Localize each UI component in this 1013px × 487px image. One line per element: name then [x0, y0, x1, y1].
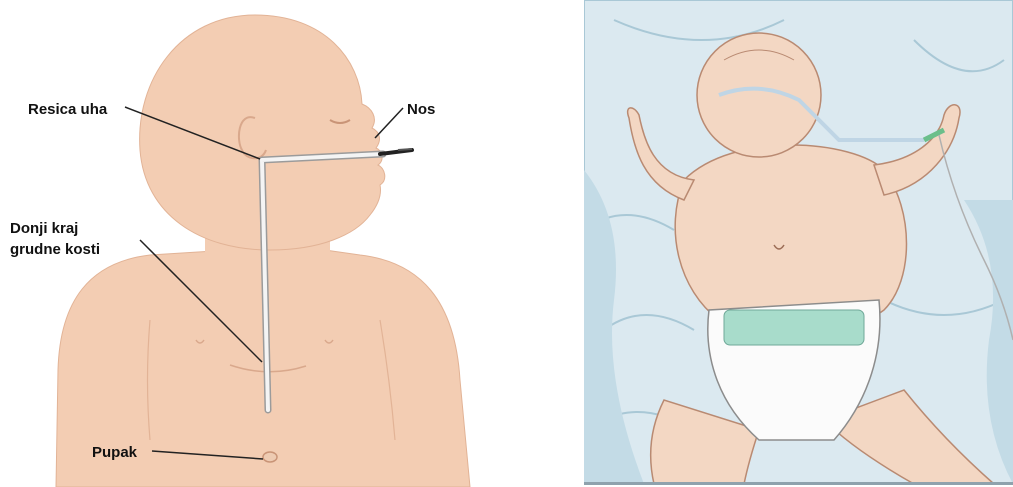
leader-line-nose — [375, 108, 403, 138]
label-earlobe: Resica uha — [28, 99, 107, 120]
diaper-band — [724, 310, 864, 345]
label-sternum-line1: Donji kraj — [10, 218, 100, 239]
infant-on-blanket-scene — [584, 0, 1013, 487]
infant-with-tube-illustration — [584, 0, 1013, 487]
navel-mark — [263, 452, 277, 462]
label-navel: Pupak — [92, 442, 137, 463]
tube-measurement-diagram: Resica uha Nos Donji kraj grudne kosti P… — [0, 0, 560, 487]
tube-connector — [380, 150, 412, 154]
label-sternum-line2: grudne kosti — [10, 239, 100, 260]
frame-bottom — [584, 482, 1013, 485]
label-sternum: Donji kraj grudne kosti — [10, 218, 100, 260]
label-nose: Nos — [407, 99, 435, 120]
infant-head — [697, 33, 821, 157]
